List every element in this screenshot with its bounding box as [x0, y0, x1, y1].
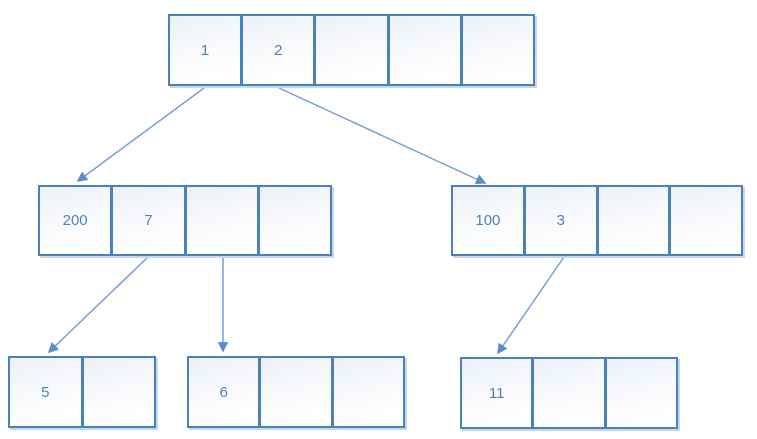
- tree-cell: [532, 357, 606, 429]
- tree-cell: 1: [168, 14, 243, 86]
- tree-cell: [314, 14, 389, 86]
- tree-cell: [81, 356, 156, 428]
- tree-node-mid-left: 200 7: [38, 185, 332, 256]
- tree-cell: [460, 14, 536, 86]
- tree-cell: 11: [460, 357, 534, 429]
- tree-cell: [669, 185, 743, 256]
- edge-midright-to-leaf11: [497, 256, 565, 355]
- tree-cell: [259, 356, 333, 428]
- tree-cell: [604, 357, 678, 429]
- tree-cell: 7: [111, 185, 186, 256]
- tree-cell: 5: [8, 356, 83, 428]
- tree-node-leaf-5: 5: [8, 356, 156, 428]
- tree-cell: [387, 14, 462, 86]
- tree-cell: 2: [241, 14, 316, 86]
- tree-cell: 6: [187, 356, 261, 428]
- tree-cell: 200: [38, 185, 113, 256]
- edge-midleft-to-leaf5: [47, 256, 149, 354]
- edge-root-to-midright: [278, 87, 487, 185]
- tree-cell: [257, 185, 332, 256]
- tree-node-leaf-11: 11: [460, 357, 678, 429]
- edge-root-to-midleft: [76, 87, 205, 182]
- tree-cell: 100: [451, 185, 525, 256]
- tree-cell: 3: [523, 185, 598, 256]
- tree-cell: [331, 356, 405, 428]
- tree-node-leaf-6: 6: [187, 356, 405, 428]
- tree-cell: [184, 185, 259, 256]
- tree-node-root: 1 2: [168, 14, 536, 86]
- tree-cell: [596, 185, 671, 256]
- tree-node-mid-right: 100 3: [451, 185, 743, 256]
